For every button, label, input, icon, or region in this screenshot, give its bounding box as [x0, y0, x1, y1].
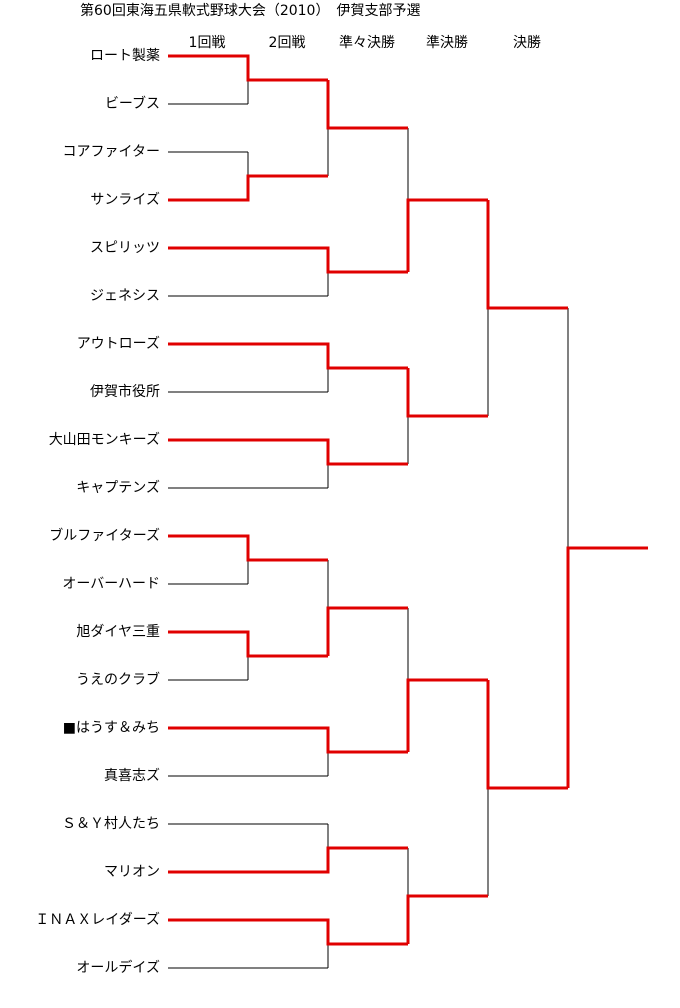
round-label-1: 1回戦: [188, 35, 226, 51]
team-name: ブルファイターズ: [49, 528, 160, 544]
win-path-r2-a: [326, 80, 408, 130]
team-name: キャプテンズ: [76, 480, 160, 496]
win-path-qf-b: [406, 368, 488, 418]
round-label-2: 2回戦: [268, 35, 306, 51]
win-path-asahi: [168, 630, 328, 658]
round-label-quarterfinal: 準々決勝: [339, 35, 395, 51]
team-name: マリオン: [104, 864, 160, 880]
win-path-bullfighters: [168, 534, 328, 562]
round-label-final: 決勝: [513, 35, 541, 51]
win-path-rohto: [168, 54, 328, 82]
win-path-qf-d: [406, 894, 488, 944]
team-name: アウトローズ: [76, 336, 160, 352]
team-name: 旭ダイヤ三重: [76, 624, 160, 640]
team-name: ＩＮＡＸレイダーズ: [35, 912, 160, 928]
team-name: 伊賀市役所: [90, 384, 160, 400]
page-title: 第60回東海五県軟式野球大会（2010） 伊賀支部予選: [80, 3, 421, 19]
team-name: 大山田モンキーズ: [48, 432, 160, 448]
team-name: ■はうす＆みち: [62, 720, 160, 736]
bracket-winner-lines: [168, 54, 648, 946]
win-path-inax: [168, 918, 408, 946]
team-name: Ｓ＆Ｙ村人たち: [62, 816, 160, 832]
team-name: ビーブス: [104, 96, 160, 112]
win-path-marion: [168, 846, 408, 874]
win-path-oyamada: [168, 438, 408, 466]
win-path-outlaws: [168, 342, 408, 370]
team-name: ロート製薬: [90, 48, 160, 64]
bracket-normal-lines: [168, 80, 569, 969]
round-label-semifinal: 準決勝: [426, 35, 468, 51]
team-name: サンライズ: [90, 192, 160, 208]
win-path-sf-a: [486, 200, 568, 310]
win-path-qf-c: [406, 678, 488, 752]
team-name: コアファイター: [62, 144, 160, 160]
team-name: うえのクラブ: [76, 672, 160, 688]
team-name: 真喜志ズ: [104, 768, 160, 784]
win-path-r2-b: [326, 606, 408, 656]
team-name: オールデイズ: [76, 960, 160, 976]
win-path-sf-b: [486, 680, 568, 790]
win-path-house-michi: [168, 726, 408, 754]
win-path-qf-a: [406, 198, 488, 272]
win-path-final: [566, 546, 648, 788]
team-name: ジェネシス: [90, 288, 160, 304]
team-name: オーバーハード: [62, 576, 160, 592]
team-name: スピリッツ: [90, 240, 160, 256]
win-path-sunrise: [168, 174, 328, 202]
win-path-spirits: [168, 246, 408, 274]
